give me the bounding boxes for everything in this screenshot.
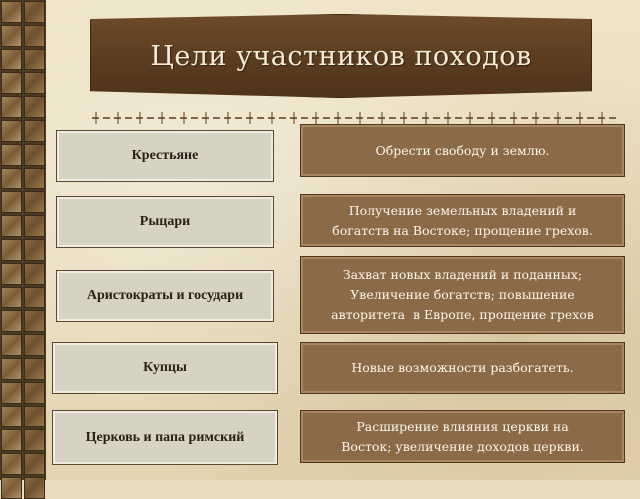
decorative-tile <box>1 1 22 23</box>
decorative-tile <box>1 48 22 71</box>
participant-label: Крестьяне <box>131 148 199 163</box>
decorative-tile <box>1 476 22 499</box>
decorative-tile <box>1 405 22 428</box>
goal-line: Расширение влияния церкви на <box>356 418 569 434</box>
decorative-tile <box>24 143 45 166</box>
decorative-tile <box>1 72 22 95</box>
participant-merchants: Купцы <box>52 342 278 394</box>
decorative-tile <box>1 143 22 166</box>
decorative-tile <box>24 48 45 71</box>
decorative-tile <box>1 238 22 261</box>
decorative-tile <box>1 453 22 475</box>
title-banner: Цели участников походов <box>90 14 592 98</box>
decorative-tile <box>24 286 45 309</box>
goal-peasants: Обрести свободу и землю. <box>300 124 625 177</box>
participant-aristocrats: Аристократы и государи <box>56 270 274 322</box>
decorative-tile <box>24 191 45 214</box>
decorative-tile <box>24 24 45 47</box>
goal-line: авторитета в Европе, прощение грехов <box>331 307 594 322</box>
slide-title: Цели участников походов <box>150 40 532 72</box>
goal-text: Новые возможности разбогатеть. <box>351 360 574 375</box>
decorative-tile <box>1 286 22 309</box>
dashed-separator <box>92 110 620 126</box>
goal-merchants: Новые возможности разбогатеть. <box>300 342 625 394</box>
decorative-tile <box>24 1 45 23</box>
goal-line: Восток; увеличение доходов церкви. <box>341 438 584 454</box>
decorative-tile <box>1 167 22 190</box>
participant-label: Церковь и папа римский <box>85 429 245 445</box>
participant-knights: Рыцари <box>56 196 274 248</box>
goal-line: богатств на Востоке; прощение грехов. <box>332 222 593 238</box>
participant-label: Рыцари <box>139 214 191 229</box>
decorative-tile <box>24 453 45 475</box>
goal-line: Получение земельных владений и <box>348 202 577 218</box>
decorative-tile <box>24 119 45 142</box>
decorative-tile <box>1 381 22 404</box>
participant-label: Купцы <box>143 360 187 375</box>
goal-knights: Получение земельных владений и богатств … <box>300 194 625 247</box>
decorative-tile <box>24 405 45 428</box>
goal-church: Расширение влияния церкви на Восток; уве… <box>300 410 625 463</box>
decorative-tile <box>24 96 45 118</box>
decorative-tile-strip <box>0 0 46 499</box>
decorative-tile <box>24 262 45 285</box>
decorative-tile <box>24 215 45 237</box>
decorative-tile <box>1 310 22 333</box>
goal-line: Увеличение богатств; повышение <box>350 287 575 302</box>
decorative-tile <box>1 96 22 118</box>
decorative-tile <box>24 357 45 380</box>
goal-aristocrats: Захват новых владений и поданных; Увелич… <box>300 256 625 334</box>
decorative-tile <box>1 429 22 452</box>
participant-peasants: Крестьяне <box>56 130 274 182</box>
decorative-tile <box>24 476 45 499</box>
goal-text: Обрести свободу и землю. <box>375 142 550 158</box>
decorative-tile <box>24 167 45 190</box>
decorative-tile <box>1 334 22 356</box>
decorative-tile <box>1 357 22 380</box>
decorative-tile <box>1 191 22 214</box>
participant-label: Аристократы и государи <box>86 288 244 303</box>
decorative-tile <box>24 238 45 261</box>
decorative-tile <box>1 24 22 47</box>
decorative-tile <box>1 119 22 142</box>
decorative-tile <box>24 334 45 356</box>
decorative-tile <box>24 310 45 333</box>
decorative-tile <box>24 381 45 404</box>
decorative-tile <box>1 262 22 285</box>
participant-church: Церковь и папа римский <box>52 410 278 465</box>
decorative-tile <box>1 215 22 237</box>
goal-line: Захват новых владений и поданных; <box>342 267 583 282</box>
decorative-tile <box>24 72 45 95</box>
decorative-tile <box>24 429 45 452</box>
